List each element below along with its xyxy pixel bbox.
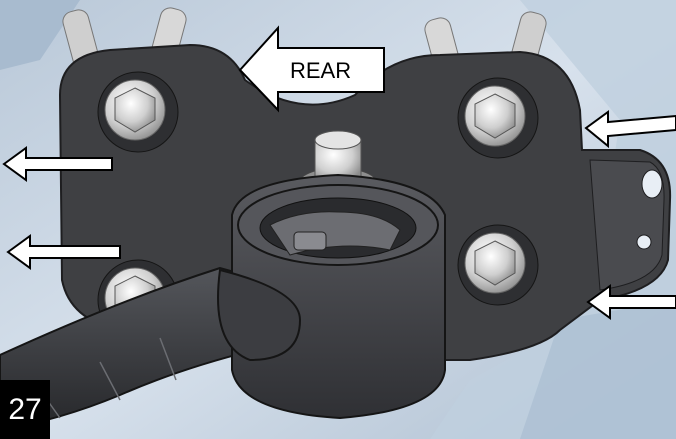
arrow-right-lower <box>586 284 676 320</box>
rear-direction-arrow: REAR <box>238 25 385 113</box>
frame-top-left <box>0 0 80 70</box>
rear-label: REAR <box>290 58 351 83</box>
arrow-left-lower <box>6 234 121 270</box>
flange-hole <box>636 234 652 250</box>
bolt-upper-left <box>97 71 179 153</box>
arrow-left-upper <box>2 146 113 182</box>
bolt-upper-right <box>457 77 539 159</box>
frame-lower-panel <box>520 300 676 439</box>
step-number-badge: 27 <box>0 380 50 439</box>
arrow-right-upper <box>584 110 676 149</box>
bushing-housing <box>217 173 446 420</box>
flange-slot <box>641 169 663 199</box>
bolt-lower-right <box>457 224 539 306</box>
